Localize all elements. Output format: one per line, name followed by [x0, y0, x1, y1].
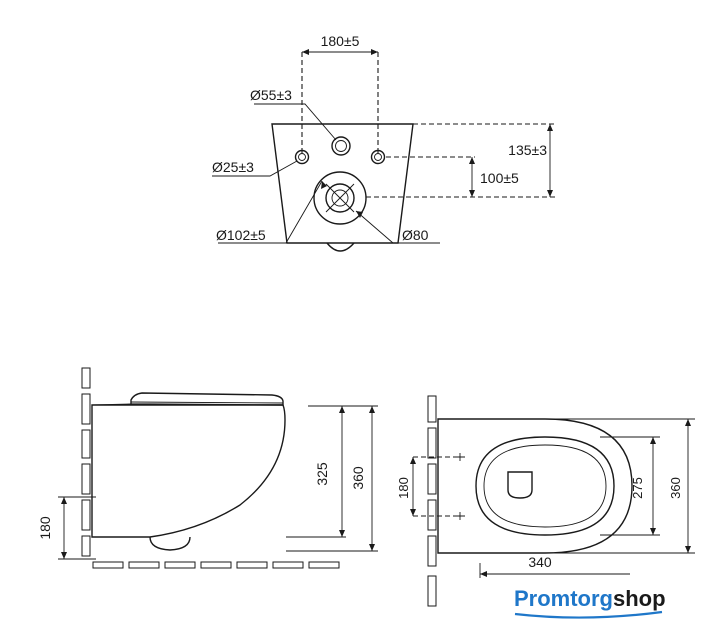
- wall-segment: [81, 367, 91, 389]
- outlet-outer-leader: [218, 180, 323, 244]
- plan-wall-segment: [427, 427, 437, 459]
- rear-view-outline: [271, 123, 414, 244]
- bolt-spacing-label: 180±5: [321, 33, 360, 49]
- plan-outer-body: [437, 418, 633, 554]
- plan-outlet-slot: [507, 471, 533, 499]
- brand-logo-text: Promtorgshop: [514, 586, 666, 611]
- bolt-hole-left-inner: [298, 153, 306, 161]
- floor-segment: [92, 561, 124, 569]
- side-view: 180 325 360: [37, 367, 378, 569]
- plan-bolt-marks: [456, 453, 464, 520]
- outlet-crosshair: [325, 183, 355, 213]
- brand-part-1: Promtorg: [514, 586, 613, 611]
- rear-view-bottom-arc: [326, 242, 355, 252]
- inlet-label: Ø55±3: [250, 87, 292, 103]
- wall-segment: [81, 499, 91, 531]
- floor-segment: [236, 561, 268, 569]
- wall-segment: [81, 463, 91, 495]
- side-outlet: [149, 536, 191, 551]
- floor-segment: [128, 561, 160, 569]
- outlet-circle-outer: [313, 171, 367, 225]
- floor-segment: [200, 561, 232, 569]
- floor-dim-label: 180: [37, 516, 53, 540]
- plan-bolt-dim-arrows: [410, 457, 416, 516]
- bolt-hole-leader: [212, 160, 298, 177]
- floor-dim-arrows: [61, 497, 67, 559]
- brand-logo-swoosh: [514, 610, 663, 619]
- plan-wall-segment: [427, 535, 437, 567]
- brand-part-2: shop: [613, 586, 666, 611]
- floor-segment: [272, 561, 304, 569]
- plan-bolt-dim-label: 180: [396, 477, 411, 499]
- plan-wall-segment: [427, 395, 437, 423]
- bolt-hole-left: [294, 149, 310, 165]
- plan-wall-segment: [427, 499, 437, 531]
- outlet-inner-leader: [355, 210, 440, 244]
- inlet-leader: [254, 103, 337, 141]
- outlet-leader-arrows: [321, 181, 363, 218]
- plan-view: 180 275 360 340: [396, 395, 695, 607]
- outlet-inner-label: Ø80: [402, 227, 429, 243]
- plan-wall-segment: [427, 463, 437, 495]
- inlet-circle-outer: [331, 136, 351, 156]
- outlet-circle-inner: [331, 189, 349, 207]
- total-dim-label: 360: [350, 466, 366, 490]
- plan-length-label: 340: [528, 554, 552, 570]
- wall-segment: [81, 535, 91, 557]
- outlet-outer-label: Ø102±5: [216, 227, 266, 243]
- body-dim-label: 325: [314, 462, 330, 486]
- outlet-circle-mid: [325, 183, 355, 213]
- height-top-label: 135±3: [508, 142, 547, 158]
- height-outlet-label: 100±5: [480, 170, 519, 186]
- plan-seat-dim-label: 275: [630, 477, 645, 499]
- bolt-hole-right: [370, 149, 386, 165]
- wall-segment: [81, 393, 91, 425]
- bolt-hole-label: Ø25±3: [212, 159, 254, 175]
- plan-seat-ring: [475, 436, 615, 536]
- inlet-circle-inner: [335, 140, 347, 152]
- side-bowl-top: [91, 403, 132, 406]
- side-lid: [130, 392, 284, 406]
- plan-seat-ring-inner: [483, 444, 607, 528]
- floor-segment: [164, 561, 196, 569]
- height-dim-arrows: [469, 124, 553, 197]
- plan-wall-segment: [427, 575, 437, 607]
- side-lid-line: [130, 401, 284, 404]
- wall-segment: [81, 429, 91, 459]
- floor-segment: [308, 561, 340, 569]
- rear-view: 180±5 Ø55±3 Ø25±3 Ø102±5 Ø80 135±3 100±5: [212, 33, 556, 252]
- bolt-hole-right-inner: [374, 153, 382, 161]
- brand-logo: Promtorgshop: [514, 586, 666, 619]
- side-bowl: [91, 404, 286, 538]
- plan-length-arrow: [480, 571, 487, 577]
- plan-total-dim-label: 360: [668, 477, 683, 499]
